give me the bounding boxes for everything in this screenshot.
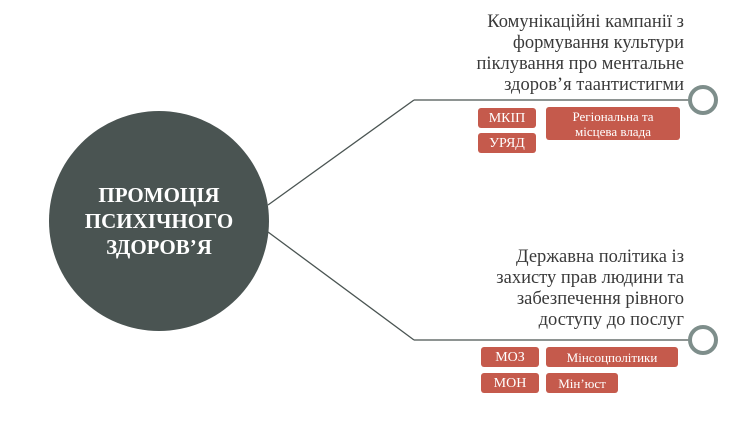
tag-mon: МОН — [481, 373, 539, 393]
central-topic-circle: ПРОМОЦІЯ ПСИХІЧНОГО ЗДОРОВ’Я — [49, 111, 269, 331]
tag-minyust: Мін’юст — [546, 373, 618, 393]
connector-line-bottom — [267, 231, 415, 341]
tag-mkip: МКІП — [478, 108, 536, 128]
connector-line-top — [267, 99, 415, 206]
branch-title-state-policy: Державна політика із захисту прав людини… — [496, 247, 684, 330]
central-topic-title: ПРОМОЦІЯ ПСИХІЧНОГО ЗДОРОВ’Я — [84, 183, 234, 259]
tag-moz: МОЗ — [481, 347, 539, 367]
branch-node-bottom — [688, 325, 718, 355]
tag-uriad: УРЯД — [478, 133, 536, 153]
branch-title-communication-campaigns: Комунікаційні кампанії з формування куль… — [476, 12, 684, 95]
branch-node-top — [688, 85, 718, 115]
tag-minsotspolityky: Мінсоцполітики — [546, 347, 678, 367]
tag-regional-local-authority: Регіональна та місцева влада — [546, 107, 680, 140]
